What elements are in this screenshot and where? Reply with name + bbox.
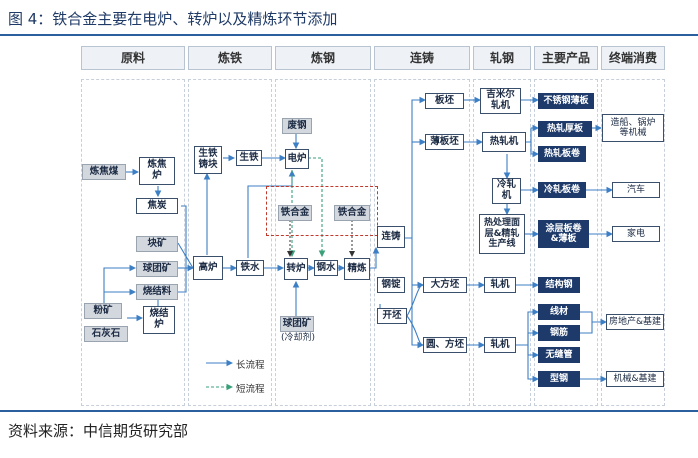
node-blast-furnace: 高炉 xyxy=(193,256,223,280)
header-rolling: 轧钢 xyxy=(473,46,531,70)
node-round-square-billet: 圆、方坯 xyxy=(423,337,467,353)
node-ferroalloy-1: 铁合金 xyxy=(278,205,312,221)
node-blooming: 开坯 xyxy=(377,308,407,324)
node-rolling-mill-2: 轧机 xyxy=(484,337,516,353)
node-sinter: 烧结料 xyxy=(136,284,178,300)
node-heat-treatment-line: 热处理面 层&精轧 生产线 xyxy=(479,214,525,254)
node-thin-slab: 薄板坯 xyxy=(425,134,464,150)
node-coking-coal: 炼焦煤 xyxy=(82,164,126,180)
node-ferroalloy-2: 铁合金 xyxy=(334,205,370,221)
end-use-real-estate: 房地产&基建 xyxy=(606,314,664,330)
node-molten-steel: 钢水 xyxy=(314,260,338,276)
node-electric-furnace: 电炉 xyxy=(285,149,309,169)
node-lump-ore: 块矿 xyxy=(136,236,178,252)
legend-long-process: 长流程 xyxy=(236,360,265,371)
end-use-machinery: 机械&基建 xyxy=(606,371,664,387)
product-seamless-pipe: 无缝管 xyxy=(538,347,580,363)
source-rule xyxy=(0,410,698,412)
product-structural-steel: 结构钢 xyxy=(538,277,580,293)
product-hot-rolled-coil: 热轧板卷 xyxy=(538,146,586,162)
end-use-appliances: 家电 xyxy=(612,226,660,242)
product-section-steel: 型钢 xyxy=(538,371,580,387)
column-raw-material xyxy=(81,79,185,406)
node-coke-oven: 炼焦 炉 xyxy=(139,157,175,185)
node-pellet-ore: 球团矿 xyxy=(136,261,178,277)
header-raw-material: 原料 xyxy=(81,46,185,70)
node-molten-iron: 铁水 xyxy=(236,260,264,276)
column-end-use xyxy=(601,79,665,406)
column-ironmaking xyxy=(188,79,272,406)
node-pig-iron-ingot: 生铁 铸块 xyxy=(194,146,222,174)
product-cold-rolled-coil: 冷轧板卷 xyxy=(538,182,586,198)
figure-title: 图 4：铁合金主要在电炉、转炉以及精炼环节添加 xyxy=(8,10,338,28)
title-rule xyxy=(0,34,698,36)
node-pig-iron: 生铁 xyxy=(236,150,262,166)
node-cold-rolling-mill: 冷轧 机 xyxy=(492,178,521,204)
node-bloom: 大方坯 xyxy=(423,277,467,293)
product-stainless-sheet: 不锈钢薄板 xyxy=(538,93,594,109)
node-slab: 板坯 xyxy=(425,93,464,109)
label-coolant: (冷却剂) xyxy=(280,333,316,344)
node-converter: 转炉 xyxy=(284,258,308,280)
figure-source: 资料来源：中信期货研究部 xyxy=(8,422,189,440)
node-pellet-coolant: 球团矿 xyxy=(280,316,314,332)
end-use-shipbuilding: 造船、锅炉 等机械 xyxy=(602,114,664,142)
product-coated-coil: 涂层板卷 &薄板 xyxy=(538,220,589,248)
column-steelmaking xyxy=(275,79,371,406)
column-products xyxy=(534,79,598,406)
header-ironmaking: 炼铁 xyxy=(188,46,272,70)
legend-short-process: 短流程 xyxy=(236,384,265,395)
node-hot-rolling-mill: 热轧机 xyxy=(482,132,526,152)
header-end-use: 终端消费 xyxy=(601,46,665,70)
node-coke: 焦炭 xyxy=(136,198,178,214)
node-rolling-mill-1: 轧机 xyxy=(484,277,516,293)
column-casting xyxy=(374,79,470,406)
node-limestone: 石灰石 xyxy=(84,326,128,342)
node-fine-ore: 粉矿 xyxy=(84,303,122,319)
node-steckel-mill: 吉米尔 轧机 xyxy=(480,88,521,114)
node-scrap: 废钢 xyxy=(282,118,312,134)
ferroalloy-highlight-frame xyxy=(266,186,378,236)
header-casting: 连铸 xyxy=(374,46,470,70)
node-sinter-furnace: 烧结 炉 xyxy=(143,306,175,334)
end-use-automotive: 汽车 xyxy=(612,182,660,198)
column-rolling xyxy=(473,79,531,406)
node-refining: 精炼 xyxy=(344,258,370,280)
node-ingot: 钢锭 xyxy=(377,277,405,293)
node-continuous-casting: 连铸 xyxy=(377,226,405,248)
header-steelmaking: 炼钢 xyxy=(275,46,371,70)
product-hot-rolled-plate: 热轧厚板 xyxy=(538,121,592,137)
product-wire-rod: 线材 xyxy=(538,304,580,320)
product-rebar: 钢筋 xyxy=(538,325,580,341)
header-products: 主要产品 xyxy=(534,46,598,70)
